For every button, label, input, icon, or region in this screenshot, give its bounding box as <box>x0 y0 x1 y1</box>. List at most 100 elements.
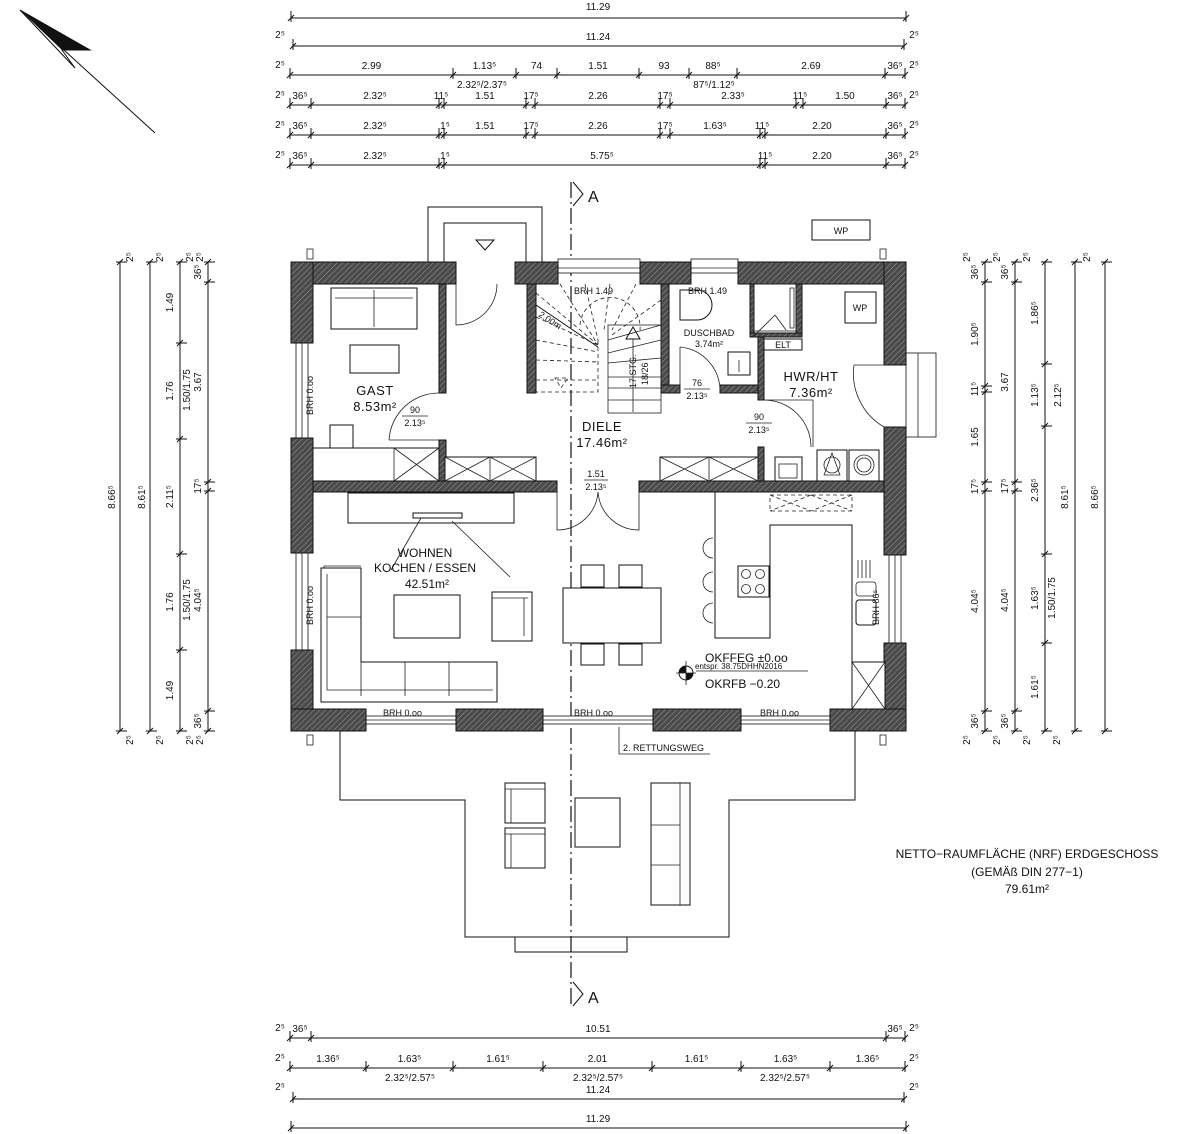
duschbad-door[interactable] <box>679 346 721 393</box>
section-marker-bottom-icon <box>572 981 584 1007</box>
room-name-kochen-essen: KOCHEN / ESSEN <box>374 561 476 575</box>
dimension-tick <box>635 71 643 79</box>
door-width: 90 <box>410 405 420 415</box>
dimension-label: 2⁵ <box>195 735 206 745</box>
dimension-label: 1.63⁵ <box>774 1054 798 1065</box>
heat-pump-indoor-label: WP <box>853 303 868 313</box>
dimension-tick <box>176 646 184 654</box>
terrace-chair <box>504 782 546 824</box>
dimension-label: 17⁵ <box>970 479 981 494</box>
dimension-label: 2⁵ <box>185 252 196 262</box>
dimension-label: 4.04⁵ <box>970 589 981 613</box>
dimension-tick <box>1041 639 1049 647</box>
door-height: 2.13⁵ <box>748 425 770 435</box>
dimension-tick <box>176 435 184 443</box>
dimension-tick <box>522 131 530 139</box>
level-reference: entspr. 38.75DHHN2016 <box>695 662 783 671</box>
dimension-label: 8.61⁵ <box>1060 485 1071 509</box>
dimension-label: 2⁵ <box>1052 735 1063 745</box>
dimension-label: 2⁵ <box>1022 735 1033 745</box>
dimension-label: 5.75⁵ <box>590 151 614 162</box>
room-area-gast: 8.53m² <box>353 399 397 414</box>
dimension-tick <box>362 1064 370 1072</box>
elt-label: ELT <box>775 340 791 350</box>
dimension-tick <box>761 161 769 169</box>
dimension-label: 2⁵ <box>909 1023 919 1034</box>
dimension-label: 11.29 <box>586 1114 611 1125</box>
dimension-label: 2⁵ <box>195 252 206 262</box>
dimension-tick <box>440 161 448 169</box>
dimension-tick <box>792 101 800 109</box>
room-name-gast: GAST <box>356 383 393 398</box>
dimension-tick <box>539 1064 547 1072</box>
dimension-label: 36⁵ <box>887 61 902 72</box>
dimension-label: 11⁵ <box>970 382 981 397</box>
dryer-icon <box>816 449 848 482</box>
dimension-label: 1.51 <box>588 61 608 72</box>
dimension-tick <box>1101 727 1109 735</box>
hwr-exterior-door[interactable] <box>853 364 885 428</box>
dimension-label: 2.32⁵/2.57⁵ <box>573 1073 623 1084</box>
dimension-tick <box>553 71 561 79</box>
dimension-label: 2⁵ <box>962 252 973 262</box>
summary-norm: (GEMÄß DIN 277−1) <box>971 865 1083 879</box>
dimension-label: 2⁵ <box>275 60 285 71</box>
dimension-tick <box>799 101 807 109</box>
gast-door[interactable] <box>388 392 440 441</box>
coffee-table <box>393 594 461 639</box>
door-labels: 90 2.13⁵ 76 2.13⁵ 90 2.13⁵ 1.51 2.13⁵ <box>402 378 772 492</box>
dimension-tick <box>531 101 539 109</box>
dimension-tick <box>286 71 294 79</box>
chair <box>329 424 354 449</box>
dimension-label: 1.65 <box>970 427 981 447</box>
room-name-duschbad: DUSCHBAD <box>684 328 735 338</box>
dimension-label: 17⁵ <box>523 121 538 132</box>
dimension-tick <box>826 1064 834 1072</box>
dimension-label: 2.20 <box>812 121 832 132</box>
dimension-tick <box>435 131 443 139</box>
brh-kitchen-label: BRH 86⁵ <box>871 589 881 625</box>
brh-bottom-label-1: BRH 0.oo <box>383 708 422 718</box>
dimension-tick <box>289 42 297 50</box>
gast-furniture <box>312 287 440 482</box>
dimension-label: 1.49 <box>165 680 176 700</box>
dimension-label: 11.29 <box>586 2 611 13</box>
hwr-door[interactable] <box>763 399 814 448</box>
dimension-label: 11.24 <box>586 32 611 43</box>
bar-stools <box>702 537 714 624</box>
dimension-tick <box>656 101 664 109</box>
dimension-tick <box>176 339 184 347</box>
dimension-label: 2.20 <box>812 151 832 162</box>
dimension-label: 2.26 <box>588 91 608 102</box>
dimension-tick <box>882 161 890 169</box>
brh-bottom-label-2: BRH 0.oo <box>574 708 613 718</box>
dimension-label: 2⁵ <box>275 150 285 161</box>
tv <box>412 512 463 519</box>
dimension-label: 17⁵ <box>193 478 204 493</box>
terrace-sofa <box>650 782 691 906</box>
dimension-label: 36⁵ <box>193 713 204 728</box>
dimension-tick <box>901 1034 909 1042</box>
dimension-label: 8.66⁵ <box>1090 485 1101 509</box>
dimension-tick <box>307 101 315 109</box>
dimension-tick <box>756 161 764 169</box>
door-height: 2.13⁵ <box>404 418 426 428</box>
dimension-tick <box>981 382 989 390</box>
dimension-label: 88⁵ <box>705 61 720 72</box>
dimension-label: 2.32⁵ <box>363 121 387 132</box>
dimension-label: 1.50/1.75 <box>182 369 193 411</box>
room-area-hwr: 7.36m² <box>789 385 833 400</box>
wohnen-double-door[interactable] <box>556 491 640 531</box>
dimension-label: 2⁵ <box>275 1082 285 1093</box>
dimension-tick <box>435 101 443 109</box>
dimension-label: 1.51 <box>475 91 495 102</box>
entry-door[interactable] <box>455 283 498 326</box>
dimension-label: 1⁵ <box>440 121 450 132</box>
heat-pump-outdoor-label: WP <box>834 226 849 236</box>
level-okffeg: OKFFEG ±0.oo <box>705 651 788 665</box>
dimension-label: 8.61⁵ <box>137 485 148 509</box>
dimension-label: 2.33⁵ <box>721 91 745 102</box>
dimension-label: 2⁵ <box>1022 252 1033 262</box>
